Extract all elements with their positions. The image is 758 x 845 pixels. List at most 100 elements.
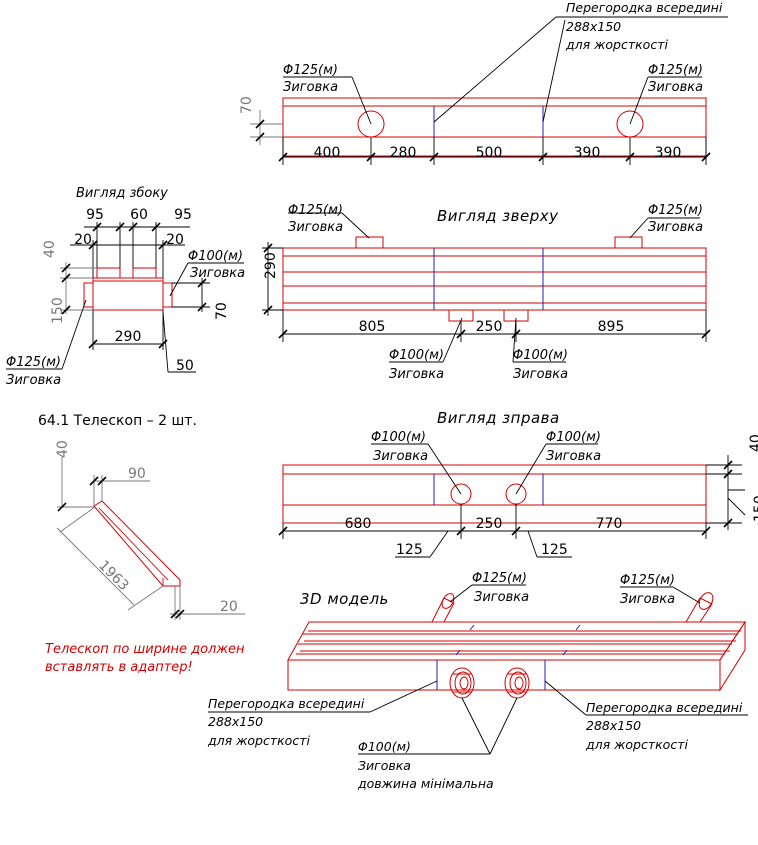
side-dim-60: 60 — [130, 207, 148, 223]
front-partition-note-1: Перегородка всередині — [566, 0, 723, 15]
front-dim-1: 400 — [314, 145, 341, 161]
model-pipe-top-1-leader — [449, 584, 473, 603]
model-pipe-bottom-leader — [461, 697, 491, 755]
model-pipe-bottom-length: довжина мінімальна — [357, 776, 494, 791]
model-partition-right-2: 288x150 — [586, 718, 641, 733]
side-pipe-right-dia: Φ100(м) — [188, 249, 243, 264]
telescope-dim-40: 40 — [55, 440, 71, 458]
top-pipe-bottom-1-leader — [442, 317, 463, 363]
model-pipe-top-2-leader — [672, 586, 701, 604]
front-beam-outline — [282, 97, 707, 157]
telescope-view: 64.1 Телескоп – 2 шт. 40 90 1963 20 Теле… — [38, 413, 245, 675]
right-beam-outline — [282, 464, 707, 524]
telescope-note-1: Телескоп по ширине должен — [45, 642, 245, 657]
side-view: Вигляд збоку 95 60 95 20 20 40 150 — [6, 186, 245, 388]
right-dim-150-leader — [727, 497, 746, 516]
side-dim-95-right: 95 — [174, 207, 192, 223]
side-profile-outline — [92, 277, 164, 311]
model-partition-left-leader — [369, 680, 438, 713]
telescope-dim-90: 90 — [128, 466, 146, 482]
front-partition-leader — [433, 16, 557, 123]
right-dim-125-left-leader — [429, 530, 449, 558]
right-pipe-2-dia: Φ100(м) — [546, 430, 601, 445]
front-dim-3: 500 — [476, 145, 503, 161]
side-view-title: Вигляд збоку — [76, 186, 168, 201]
model-partition-right-leader — [544, 680, 587, 716]
right-dim-150: 150 — [752, 495, 758, 522]
front-partition-note-2: 288x150 — [566, 19, 621, 34]
front-view: Перегородка всередині 288x150 для жорстк… — [239, 0, 728, 165]
top-pipe-bottom-2-leader — [512, 317, 517, 363]
top-pipe-bottom-1-dia: Φ100(м) — [389, 348, 444, 363]
model-partition-left-2: 288x150 — [208, 714, 263, 729]
telescope-title: 64.1 Телескоп – 2 шт. — [38, 413, 197, 429]
front-dim-2: 280 — [390, 145, 417, 161]
telescope-dim-length: 1963 — [95, 558, 132, 595]
model-pipe-top-1-dia: Φ125(м) — [472, 571, 527, 586]
side-pipe-top-right — [132, 267, 157, 279]
side-pipe-left-leader — [61, 299, 87, 370]
model-3d-title: 3D модель — [300, 590, 389, 608]
top-pipe-right — [614, 236, 643, 249]
model-partition-right-3: для жорсткості — [585, 737, 688, 752]
telescope-note-2: вставлять в адаптер! — [45, 660, 193, 675]
top-view: Вигляд зверху Φ125(м) Зиговка Φ125(м) Зи… — [262, 203, 711, 382]
model-pipe-bottom-leader — [489, 697, 518, 755]
right-pipe-1-label: Зиговка — [373, 449, 428, 464]
model-partition-right-1: Перегородка всередині — [586, 700, 743, 715]
side-dim-20-left: 20 — [74, 232, 92, 248]
front-partition-note-3: для жорсткості — [565, 37, 668, 52]
top-pipe-bottom-2-label: Зиговка — [513, 367, 568, 382]
top-pipe-right-dia: Φ125(м) — [648, 203, 703, 218]
top-dim-1: 805 — [359, 319, 386, 335]
model-partition-left-3: для жорсткості — [207, 733, 310, 748]
telescope-outline — [93, 500, 181, 587]
side-dim-20-right: 20 — [166, 232, 184, 248]
top-pipe-left-label: Зиговка — [288, 220, 343, 235]
front-pipe-left-label: Зиговка — [283, 80, 338, 95]
model-partition-mark — [469, 624, 475, 631]
front-pipe-right-label: Зиговка — [648, 80, 703, 95]
right-dim-3: 770 — [596, 516, 623, 532]
side-dim-40: 40 — [42, 240, 58, 258]
model-3d-view: 3D модель — [207, 571, 748, 791]
front-pipe-right-dia: Φ125(м) — [648, 63, 703, 78]
side-pipe-left-label: Зиговка — [6, 373, 61, 388]
telescope-dim-length-ext — [59, 506, 96, 533]
side-pipe-left-dia: Φ125(м) — [6, 355, 61, 370]
telescope-inner — [98, 507, 169, 581]
model-pipe-top-2-dia: Φ125(м) — [620, 573, 675, 588]
model-pipe-top-2 — [685, 592, 714, 623]
model-pipe-bottom-1 — [449, 667, 475, 699]
top-pipe-left — [355, 236, 384, 249]
right-pipe-2-leader — [515, 443, 547, 495]
front-pipe-left-leader — [351, 76, 372, 125]
right-dim-1: 680 — [345, 516, 372, 532]
model-partition-left-1: Перегородка всередині — [208, 696, 365, 711]
telescope-dim-20: 20 — [220, 599, 238, 615]
front-partition-leader — [542, 19, 566, 123]
top-pipe-left-dia: Φ125(м) — [288, 203, 343, 218]
side-dim-50: 50 — [176, 358, 194, 374]
model-partition-mark — [562, 649, 568, 656]
top-view-title: Вигляд зверху — [437, 207, 559, 225]
right-view-title: Вигляд зправа — [437, 409, 560, 427]
model-front-face — [287, 659, 721, 691]
front-dim-4: 390 — [574, 145, 601, 161]
model-pipe-top-1-label: Зиговка — [474, 590, 529, 605]
model-side-face — [719, 620, 746, 692]
model-pipe-bottom-dia: Φ100(м) — [358, 739, 411, 754]
model-pipe-top-1 — [431, 593, 455, 623]
top-dim-2: 250 — [476, 319, 503, 335]
top-beam-outline — [282, 247, 707, 311]
top-dim-290: 290 — [263, 252, 279, 279]
front-dim-ticks — [278, 137, 711, 165]
right-pipe-1-leader — [427, 443, 462, 495]
top-dim-3: 895 — [598, 319, 625, 335]
right-dim-125-right: 125 — [541, 542, 568, 558]
side-pipe-right — [162, 282, 173, 308]
side-pipe-left — [83, 282, 94, 308]
telescope-dim-length-ext — [127, 585, 164, 611]
side-dim-70: 70 — [214, 302, 230, 320]
